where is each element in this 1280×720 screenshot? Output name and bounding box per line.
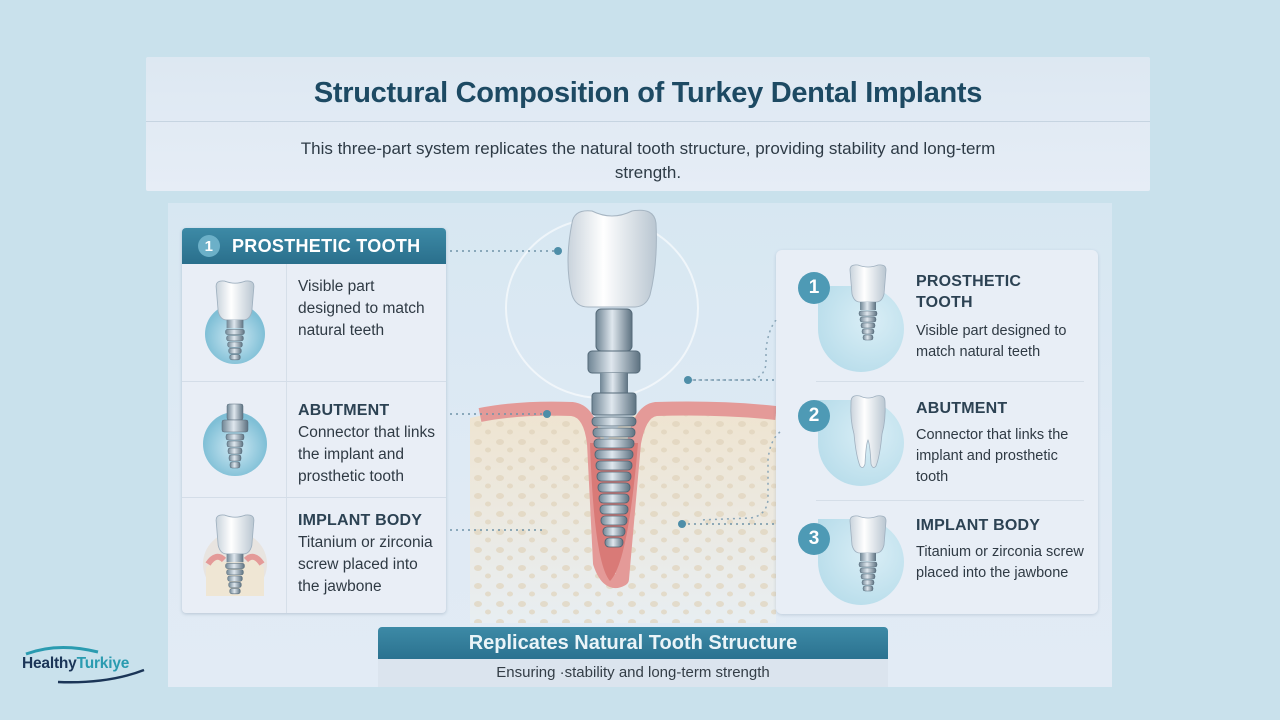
step-number-badge: 1 bbox=[198, 235, 220, 257]
left-components-card: 1 PROSTHETIC TOOTH Visible part designed… bbox=[182, 228, 446, 613]
page-title: Structural Composition of Turkey Dental … bbox=[313, 77, 983, 109]
implant-body-title: IMPLANT BODY bbox=[298, 512, 423, 529]
logo-word-healthy: Healthy bbox=[22, 655, 77, 672]
page-subtitle: This three-part system replicates the na… bbox=[300, 139, 996, 182]
crown-on-implant-icon bbox=[205, 280, 265, 364]
prosthetic-tooth-description: Visible part designed to match natural t… bbox=[916, 323, 1067, 360]
right-row-abutment: 2 ABUTMENT Connector that links the impl… bbox=[776, 382, 1098, 500]
logo-swoosh-icon bbox=[25, 645, 145, 684]
abutment-title: ABUTMENT bbox=[916, 400, 1008, 417]
connector-lines bbox=[690, 320, 781, 521]
left-card-header-label: PROSTHETIC TOOTH bbox=[232, 235, 421, 256]
abutment-title: ABUTMENT bbox=[298, 402, 390, 419]
prosthetic-tooth-title: PROSTHETIC TOOTH bbox=[916, 273, 1022, 311]
step-number-badge: 2 bbox=[798, 400, 830, 432]
left-row-implant-body: IMPLANT BODY Titanium or zirconia screw … bbox=[182, 497, 446, 613]
implant-body-description: Titanium or zirconia screw placed into t… bbox=[916, 544, 1084, 581]
step-number-badge: 3 bbox=[798, 523, 830, 555]
implant-cross-section-illustration bbox=[450, 209, 776, 623]
banner-subtitle: Ensuring ·stability and long-term streng… bbox=[378, 659, 888, 687]
crown-on-implant-icon bbox=[846, 515, 890, 595]
logo-word-turkiye: Turkiye bbox=[76, 655, 130, 672]
summary-banner: Replicates Natural Tooth Structure Ensur… bbox=[378, 627, 888, 687]
divider bbox=[146, 121, 1150, 122]
implant-in-gum-icon bbox=[203, 514, 267, 596]
crown-on-implant-icon bbox=[846, 264, 890, 344]
right-components-card: 1 PROSTHETIC TOOTH Visible part designed… bbox=[776, 250, 1098, 614]
abutment-description: Connector that links the implant and pro… bbox=[298, 424, 435, 485]
step-number-badge: 1 bbox=[798, 272, 830, 304]
abutment-description: Connector that links the implant and pro… bbox=[916, 427, 1069, 485]
left-row-abutment: ABUTMENT Connector that links the implan… bbox=[182, 381, 446, 497]
header-panel: Structural Composition of Turkey Dental … bbox=[146, 57, 1150, 191]
natural-tooth-icon bbox=[846, 394, 890, 474]
right-row-implant-body: 3 IMPLANT BODY Titanium or zirconia scre… bbox=[776, 501, 1098, 614]
banner-title: Replicates Natural Tooth Structure bbox=[378, 627, 888, 659]
implant-body-title: IMPLANT BODY bbox=[916, 517, 1041, 534]
left-row-prosthetic-tooth: Visible part designed to match natural t… bbox=[182, 264, 446, 381]
left-card-header: 1 PROSTHETIC TOOTH bbox=[182, 228, 446, 264]
right-row-prosthetic-tooth: 1 PROSTHETIC TOOTH Visible part designed… bbox=[776, 250, 1098, 380]
implant-body-description: Titanium or zirconia screw placed into t… bbox=[298, 534, 433, 595]
abutment-screw-icon bbox=[203, 403, 267, 476]
healthy-turkiye-logo[interactable]: HealthyTurkiye bbox=[18, 640, 148, 686]
prosthetic-tooth-description: Visible part designed to match natural t… bbox=[298, 278, 425, 339]
